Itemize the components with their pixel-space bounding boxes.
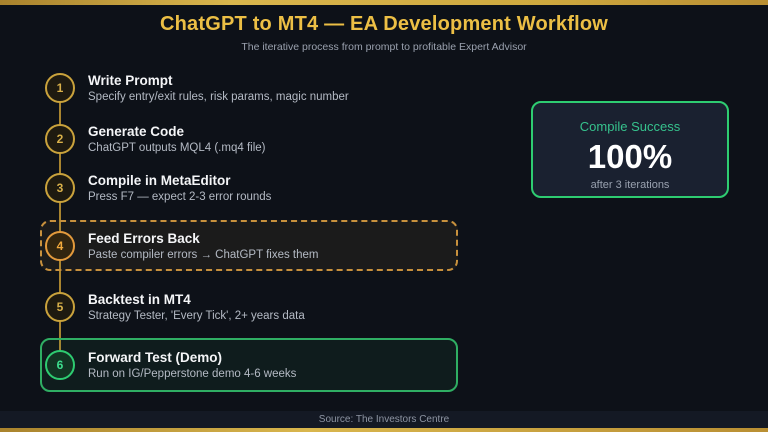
stat-note: after 3 iterations <box>590 179 670 191</box>
page-subtitle: The iterative process from prompt to pro… <box>241 41 527 53</box>
step-number-badge: 6 <box>45 350 75 380</box>
step-backtest-mt4: 5 Backtest in MT4 Strategy Tester, 'Ever… <box>45 281 465 333</box>
step-number-badge: 3 <box>45 173 75 203</box>
step-title: Generate Code <box>88 124 185 139</box>
top-accent-bar <box>0 0 768 5</box>
step-text: Feed Errors Back Paste compiler errors →… <box>88 231 319 261</box>
step-feed-errors-back: 4 Feed Errors Back Paste compiler errors… <box>40 220 458 271</box>
step-description: Press F7 — expect 2-3 error rounds <box>88 191 272 203</box>
step-text: Write Prompt Specify entry/exit rules, r… <box>88 73 349 103</box>
step-title: Write Prompt <box>88 73 173 88</box>
step-title: Compile in MetaEditor <box>88 173 231 188</box>
step-title: Forward Test (Demo) <box>88 350 223 365</box>
step-write-prompt: 1 Write Prompt Specify entry/exit rules,… <box>45 62 465 114</box>
step-forward-test-demo: 6 Forward Test (Demo) Run on IG/Pepperst… <box>40 338 458 392</box>
timeline-connector <box>59 88 61 364</box>
stat-value: 100% <box>587 138 673 175</box>
step-text: Generate Code ChatGPT outputs MQL4 (.mq4… <box>88 124 265 154</box>
source-attribution: Source: The Investors Centre <box>318 414 450 425</box>
step-generate-code: 2 Generate Code ChatGPT outputs MQL4 (.m… <box>45 113 465 165</box>
step-description: ChatGPT outputs MQL4 (.mq4 file) <box>88 142 266 154</box>
page-title: ChatGPT to MT4 — EA Development Workflow <box>159 13 609 35</box>
stat-label: Compile Success <box>579 119 681 134</box>
step-number-badge: 1 <box>45 73 75 103</box>
step-text: Backtest in MT4 Strategy Tester, 'Every … <box>88 292 305 322</box>
step-description: Strategy Tester, 'Every Tick', 2+ years … <box>88 310 305 322</box>
step-title: Feed Errors Back <box>88 230 200 246</box>
compile-success-panel: Compile Success 100% after 3 iterations <box>531 101 729 198</box>
step-text: Forward Test (Demo) Run on IG/Pepperston… <box>88 350 296 380</box>
step-number-badge: 5 <box>45 292 75 322</box>
header: ChatGPT to MT4 — EA Development Workflow… <box>0 13 768 53</box>
bottom-accent-bar <box>0 428 768 432</box>
step-description: Run on IG/Pepperstone demo 4-6 weeks <box>88 368 297 380</box>
step-number-badge: 2 <box>45 124 75 154</box>
step-description: Paste compiler errors → ChatGPT fixes th… <box>88 248 319 261</box>
footer: Source: The Investors Centre <box>0 411 768 428</box>
step-compile-metaeditor: 3 Compile in MetaEditor Press F7 — expec… <box>45 162 465 214</box>
step-description: Specify entry/exit rules, risk params, m… <box>88 91 349 103</box>
step-number-badge: 4 <box>45 230 75 261</box>
step-text: Compile in MetaEditor Press F7 — expect … <box>88 173 271 203</box>
step-title: Backtest in MT4 <box>88 292 191 307</box>
